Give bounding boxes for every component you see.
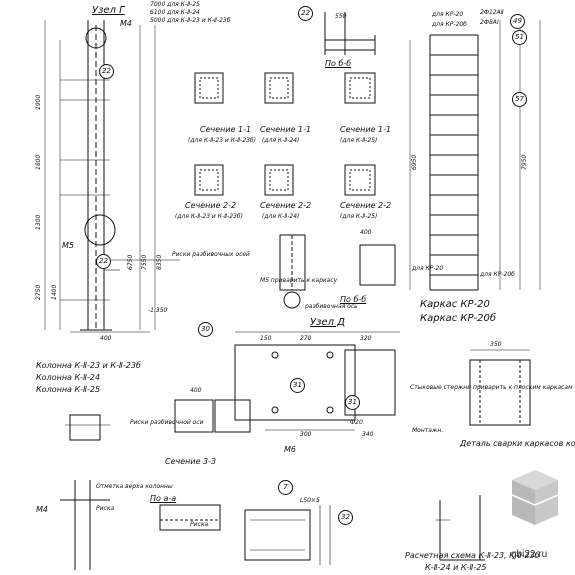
weld-detail-title: Деталь сварки каркасов колонны xyxy=(460,439,575,448)
m4-label: М4 xyxy=(120,19,132,28)
callout-22-c: 22 xyxy=(298,6,313,21)
dim-elevation-mark: -1.350 xyxy=(148,307,168,314)
section-1-1-drawings xyxy=(194,72,376,104)
dim-350: 350 xyxy=(490,341,502,348)
for-kr20b-top: для КР-20б xyxy=(432,21,467,28)
calc-scheme-title-2: К-Ⅱ-24 и К-Ⅱ-25 xyxy=(425,563,487,572)
callout-51: 51 xyxy=(512,30,527,45)
split-axis-note: разбивочная ось xyxy=(305,303,358,310)
dim-1300: 1300 xyxy=(35,214,42,230)
weld-detail-drawing xyxy=(469,349,531,426)
height-note-1: 7000 для К-Ⅱ-25 xyxy=(150,1,200,8)
for-kr20-bottom: для КР-20 xyxy=(412,265,444,272)
section-3-3-label: Сечение 3-3 xyxy=(165,457,217,466)
sec11-note-1: (для К-Ⅱ-23 и К-Ⅱ-23б) xyxy=(188,137,256,144)
risk-axes-note: Риски разбивочных осей xyxy=(172,251,250,258)
for-kr20b-bottom: для КР-20б xyxy=(480,271,515,278)
section-2-2-b: Сечение 2-2 xyxy=(260,201,312,210)
dim-270: 270 xyxy=(300,335,312,342)
callout-22-a: 22 xyxy=(99,64,114,79)
dim-1900: 1900 xyxy=(35,94,42,110)
dim-6750: 6750 xyxy=(127,254,134,270)
section-2-2-a: Сечение 2-2 xyxy=(185,201,237,210)
gbi-logo-mark xyxy=(511,470,559,525)
dim-7950: 7950 xyxy=(521,154,528,170)
section-2-2-drawings xyxy=(194,164,376,196)
callout-57: 57 xyxy=(512,92,527,107)
rebar-1: 2Ф12АⅡ xyxy=(480,9,504,16)
dim-6950: 6950 xyxy=(411,154,418,170)
dim-300: 300 xyxy=(300,431,312,438)
m6-label: М6 xyxy=(284,445,296,454)
node-g-label: Узел Г xyxy=(92,5,125,16)
riska-note-1: Риска xyxy=(96,505,115,512)
dim-340: 340 xyxy=(362,431,374,438)
section-1-1-a: Сечение 1-1 xyxy=(200,125,252,134)
rod-weld-note: Стыковые стержни приварить к плоским кар… xyxy=(410,384,573,391)
dim-320: 320 xyxy=(360,335,372,342)
height-note-2: 6100 для К-Ⅱ-24 xyxy=(150,9,200,16)
sec11-note-3: (для К-Ⅱ-25) xyxy=(340,137,378,144)
rebar-angle: L50×5 xyxy=(300,497,320,504)
mark-top-note: Отметка верха колонны xyxy=(96,483,173,490)
bottom-middle-section xyxy=(244,505,331,565)
m5-weld-note: М5 приварить к каркасу xyxy=(260,277,338,284)
section-bb-top-label: По б-б xyxy=(325,59,352,68)
m4-bottom-label: М4 xyxy=(36,505,48,514)
sec11-note-2: (для К-Ⅱ-24) xyxy=(262,137,300,144)
section-1-1-b: Сечение 1-1 xyxy=(260,125,312,134)
callout-22-b: 22 xyxy=(96,254,111,269)
section-bb-middle xyxy=(279,234,396,309)
callout-31-b: 31 xyxy=(345,395,360,410)
dim-1800: 1800 xyxy=(35,154,42,170)
for-kr20-top: для КР-20 xyxy=(432,11,464,18)
site-logo-text: gbi22.ru xyxy=(511,549,548,560)
karkas-kr20b-title: Каркас КР-20б xyxy=(420,313,497,324)
section-bb-top xyxy=(324,12,376,55)
column-label-3: Колонна К-Ⅱ-25 xyxy=(36,385,101,394)
dim-150: 150 xyxy=(260,335,272,342)
node-d-label: Узел Д xyxy=(310,317,345,328)
risk-axis2-note: Риски разбивочной оси xyxy=(130,419,204,426)
rebar-phi20: Ф20 xyxy=(350,419,363,426)
column-label-2: Колонна К-Ⅱ-24 xyxy=(36,373,101,382)
karkas-kr20-title: Каркас КР-20 xyxy=(420,299,490,310)
callout-49: 49 xyxy=(510,14,525,29)
section-2-2-c: Сечение 2-2 xyxy=(340,201,392,210)
karkas-kr20-drawing xyxy=(409,20,541,291)
sec22-note-2: (для К-Ⅱ-24) xyxy=(262,213,300,220)
section-aa-label: По а-а xyxy=(150,494,177,503)
calc-scheme-drawing xyxy=(435,495,485,561)
dim-400-sec: 400 xyxy=(190,387,202,394)
callout-7: 7 xyxy=(278,480,293,495)
dim-2750: 2750 xyxy=(35,284,42,300)
dim-400-base: 400 xyxy=(100,335,112,342)
height-note-3: 5000 для К-Ⅱ-23 и К-Ⅱ-23б xyxy=(150,17,231,24)
sec22-note-1: (для К-Ⅱ-23 и К-Ⅱ-23б) xyxy=(175,213,243,220)
dim-1400: 1400 xyxy=(51,284,58,300)
node-d-drawing xyxy=(234,331,400,431)
calc-scheme-title: Расчетная схема К-Ⅱ-23, К-Ⅱ-23б xyxy=(405,551,540,560)
dim-400-bb: 400 xyxy=(360,229,372,236)
dim-8350: 8350 xyxy=(156,254,163,270)
column-label-1: Колонна К-Ⅱ-23 и К-Ⅱ-23б xyxy=(36,361,141,370)
callout-31-a: 31 xyxy=(290,378,305,393)
bottom-left-details xyxy=(60,399,251,570)
dim-7550: 7550 xyxy=(141,254,148,270)
dim-550: 550 xyxy=(335,13,347,20)
rebar-2: 2Ф8АⅠ xyxy=(480,19,499,26)
callout-32: 32 xyxy=(338,510,353,525)
sec22-note-3: (для К-Ⅱ-25) xyxy=(340,213,378,220)
riska-note-2: Риска xyxy=(190,521,209,528)
m5-label: М5 xyxy=(62,241,74,250)
mounting-note: Монтажн. xyxy=(412,427,444,434)
callout-30: 30 xyxy=(198,322,213,337)
section-1-1-c: Сечение 1-1 xyxy=(340,125,392,134)
section-bb-mid-label: По б-б xyxy=(340,295,367,304)
